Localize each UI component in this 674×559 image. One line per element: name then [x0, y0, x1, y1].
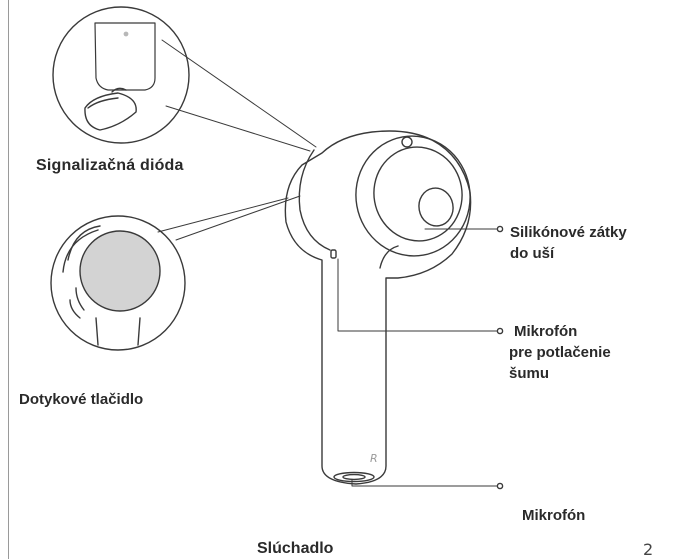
touch-button-zoom-detail: [50, 215, 186, 351]
touch-button-label: Dotykové tlačidlo: [19, 391, 144, 408]
page-number: 2: [643, 540, 654, 559]
ear-tips-label-line2: do uší: [510, 245, 555, 262]
noise-mic-label: Mikrofón pre potlačenie šumu: [509, 321, 611, 384]
leader-dot-ear-tips: [496, 225, 504, 233]
ear-tips-label-line1: Silikónové zátky: [510, 224, 627, 241]
noise-mic-label-line2: pre potlačenie: [509, 344, 611, 361]
diode-zoom-detail: [52, 6, 190, 144]
leader-bottom-mic: [351, 479, 498, 487]
noise-mic-label-line3: šumu: [509, 365, 550, 382]
earbud-illustration: [284, 130, 472, 485]
signal-diode-label: Signalizačná dióda: [36, 157, 184, 174]
page-edge-line: [8, 0, 9, 559]
noise-mic-label-line1: Mikrofón: [514, 323, 578, 340]
leader-noise-mic: [337, 258, 498, 332]
bottom-mic-label: Mikrofón: [522, 507, 586, 524]
leader-dot-noise-mic: [496, 327, 504, 335]
ear-tips-label: Silikónové zátky do uší: [510, 222, 627, 264]
leader-dot-bottom-mic: [496, 482, 504, 490]
earphone-caption: Slúchadlo: [257, 540, 334, 557]
side-mark-label: R: [370, 452, 378, 465]
